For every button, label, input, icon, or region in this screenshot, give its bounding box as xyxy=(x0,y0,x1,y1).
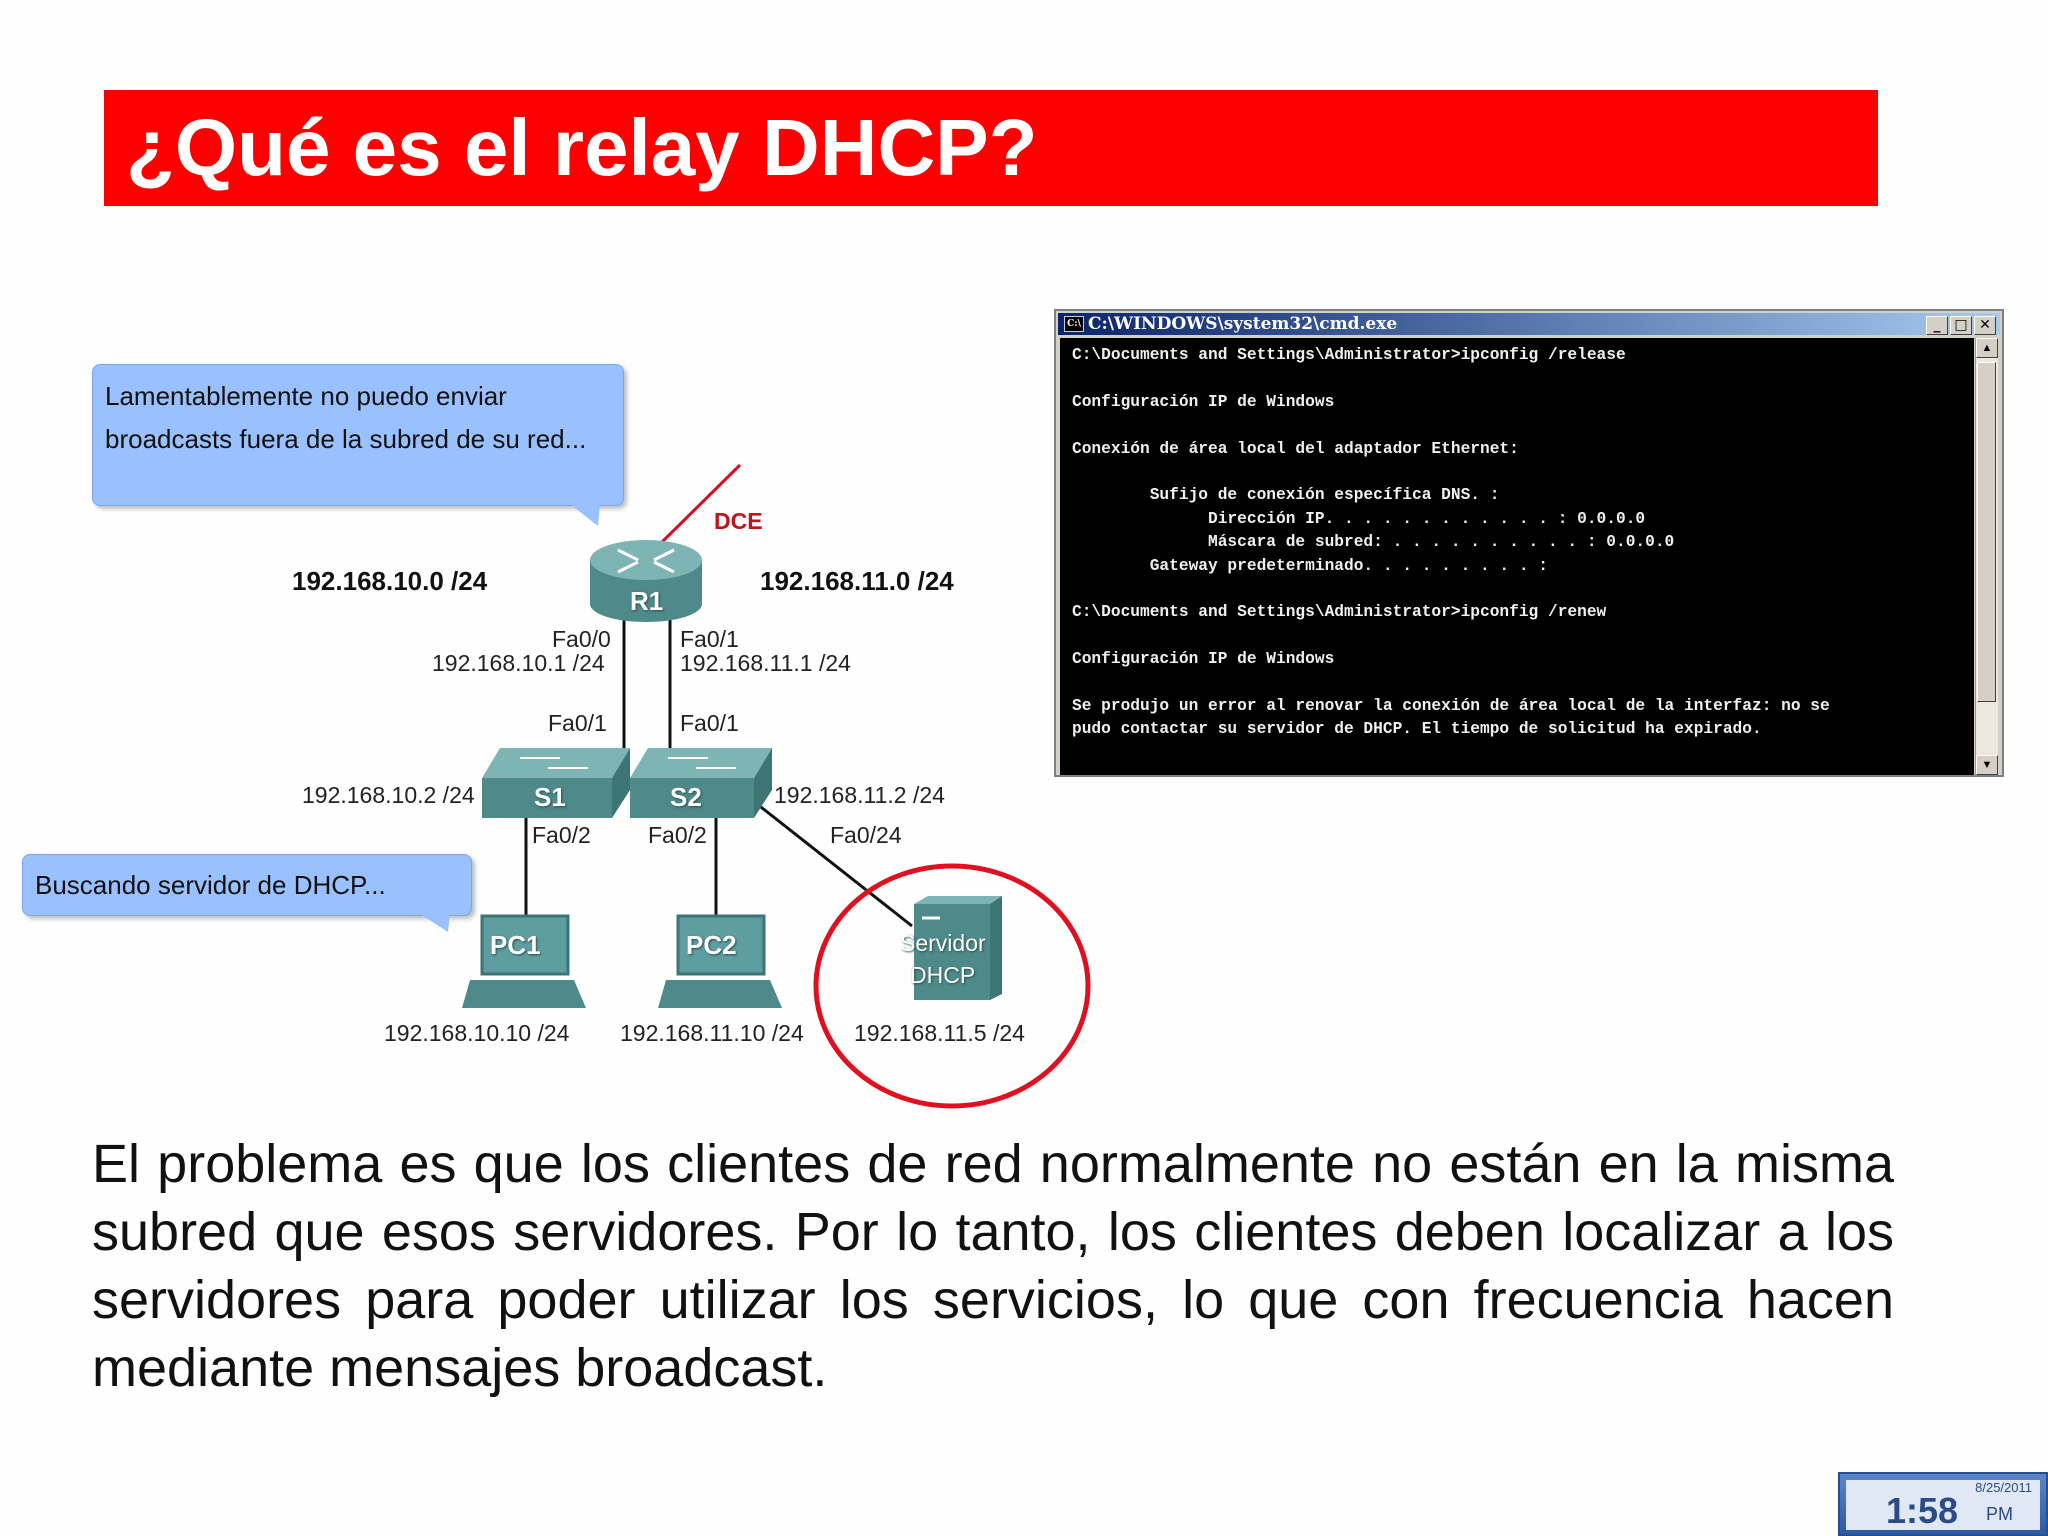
switch-s1-label: S1 xyxy=(534,782,566,812)
cmd-line: Máscara de subred: . . . . . . . . . . :… xyxy=(1072,533,1675,552)
cmd-line xyxy=(1072,578,1974,601)
pc2-icon xyxy=(658,914,782,1008)
cmd-title-bar: C:\C:\WINDOWS\system32\cmd.exe _ □ ✕ xyxy=(1058,313,2000,335)
cmd-line: Configuración IP de Windows xyxy=(1072,392,1335,411)
cmd-line xyxy=(1072,367,1974,390)
cmd-line: Se produjo un error al renovar la conexi… xyxy=(1072,696,1830,715)
pc1-label: PC1 xyxy=(490,930,541,960)
cmd-output: C:\Documents and Settings\Administrator>… xyxy=(1060,338,1974,775)
cmd-line: pudo contactar su servidor de DHCP. El t… xyxy=(1072,720,1762,739)
clock-date: 8/25/2011 xyxy=(1975,1480,2032,1495)
cmd-line: Sufijo de conexión específica DNS. : xyxy=(1072,486,1500,505)
cmd-line: C:\Documents and Settings\Administrator>… xyxy=(1072,346,1626,364)
link-s2-server xyxy=(751,798,913,928)
server-ip-label: 192.168.11.5 /24 xyxy=(854,1020,1025,1046)
maximize-button[interactable]: □ xyxy=(1950,316,1972,335)
pc1-ip-label: 192.168.10.10 /24 xyxy=(384,1020,570,1046)
cmd-line xyxy=(1072,414,1974,437)
cmd-line: C:\Documents and Settings\Administrator>… xyxy=(1072,603,1607,622)
r1-fa00-label: Fa0/0 xyxy=(552,626,611,652)
dce-label: DCE xyxy=(714,508,763,534)
clock-widget: 8/25/2011 1:58 PM xyxy=(1838,1472,2048,1536)
speech-bubble-router: Lamentablemente no puedo enviar broadcas… xyxy=(92,364,624,506)
page-title: ¿Qué es el relay DHCP? xyxy=(126,103,1038,192)
cmd-line: Configuración IP de Windows xyxy=(1072,650,1335,669)
switch-s2-label: S2 xyxy=(670,782,702,812)
scroll-thumb[interactable] xyxy=(1977,362,1996,702)
body-paragraph: El problema es que los clientes de red n… xyxy=(92,1134,1894,1398)
close-button[interactable]: ✕ xyxy=(1974,316,1996,335)
cmd-line: Gateway predeterminado. . . . . . . . . … xyxy=(1072,556,1548,575)
pc1-icon xyxy=(462,914,586,1008)
s1-fa01-label: Fa0/1 xyxy=(548,710,607,736)
router-label: R1 xyxy=(630,586,664,616)
minimize-button[interactable]: _ xyxy=(1926,316,1948,335)
clock-face: 8/25/2011 1:58 PM xyxy=(1846,1480,2040,1531)
s1-ip-label: 192.168.10.2 /24 xyxy=(302,782,475,808)
cmd-title-text: C:\WINDOWS\system32\cmd.exe xyxy=(1088,314,1398,334)
r1-fa01-label: Fa0/1 xyxy=(680,626,739,652)
server-label-line1: Servidor xyxy=(900,930,986,956)
scroll-up-arrow-icon[interactable]: ▲ xyxy=(1976,338,1998,358)
server-label-line2: DHCP xyxy=(910,962,976,988)
switch-s1-icon xyxy=(482,748,630,818)
server-icon xyxy=(914,896,1002,1000)
network-diagram: R1 S1 S2 PC1 PC2 Servidor DHCP 192.168.1… xyxy=(0,0,1100,1130)
cmd-line xyxy=(1072,625,1974,648)
network-right-label: 192.168.11.0 /24 xyxy=(760,566,954,596)
cmd-line: Dirección IP. . . . . . . . . . . . : 0.… xyxy=(1072,509,1646,528)
pc2-ip-label: 192.168.11.10 /24 xyxy=(620,1020,804,1046)
cmd-line: Conexión de área local del adaptador Eth… xyxy=(1072,439,1519,458)
title-bar: ¿Qué es el relay DHCP? xyxy=(104,90,1878,206)
cmd-line xyxy=(1072,671,1974,694)
clock-time: 1:58 xyxy=(1886,1490,1959,1531)
bubble-tail-router xyxy=(570,504,600,526)
server-highlight-circle xyxy=(813,863,1091,1109)
cmd-line xyxy=(1072,461,1974,484)
cmd-scrollbar[interactable]: ▲ ▼ xyxy=(1975,338,1998,775)
s2-fa02-label: Fa0/2 xyxy=(648,822,707,848)
clock-ampm: PM xyxy=(1986,1504,2013,1524)
bubble-tail-pc xyxy=(420,914,450,932)
dce-link xyxy=(660,463,742,544)
switch-s2-icon xyxy=(630,748,772,818)
s2-fa024-label: Fa0/24 xyxy=(830,822,902,848)
s2-ip-label: 192.168.11.2 /24 xyxy=(774,782,945,808)
s1-fa02-label: Fa0/2 xyxy=(532,822,591,848)
s2-fa01-label: Fa0/1 xyxy=(680,710,739,736)
speech-bubble-pc: Buscando servidor de DHCP... xyxy=(22,854,472,916)
r1-fa00-ip: 192.168.10.1 /24 xyxy=(432,650,605,676)
diagram-graphics xyxy=(462,463,1091,1109)
pc2-label: PC2 xyxy=(686,930,737,960)
cmd-app-icon: C:\ xyxy=(1064,316,1084,332)
r1-fa01-ip: 192.168.11.1 /24 xyxy=(680,650,851,676)
cmd-window: C:\C:\WINDOWS\system32\cmd.exe _ □ ✕ C:\… xyxy=(1054,309,2004,777)
router-icon xyxy=(590,540,702,622)
scroll-down-arrow-icon[interactable]: ▼ xyxy=(1976,755,1998,775)
network-left-label: 192.168.10.0 /24 xyxy=(292,566,488,596)
